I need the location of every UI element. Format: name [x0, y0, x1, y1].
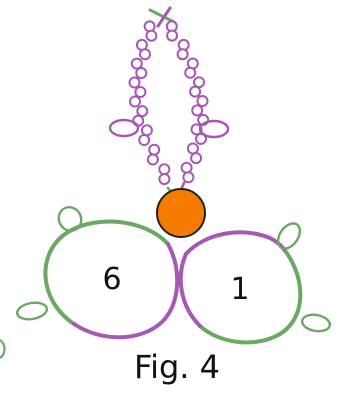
- edge-partial-ring: [0, 340, 5, 358]
- chain-beads: [130, 21, 209, 184]
- beaded-chain-loop: [110, 8, 228, 196]
- ring-6: 6: [16, 203, 177, 337]
- ring-1-purple-lower: [181, 254, 200, 326]
- chain-bead: [130, 78, 140, 88]
- chain-bead: [183, 172, 193, 182]
- chain-bead: [142, 125, 152, 135]
- ring-1-picot-right: [301, 313, 331, 334]
- chain-bead: [137, 106, 147, 116]
- chain-bead: [140, 49, 150, 59]
- chain-bead: [130, 97, 140, 107]
- chain-bead: [178, 49, 188, 59]
- ring-1-green-arc: [200, 252, 300, 342]
- ring-6-picot-top: [54, 203, 85, 235]
- chain-bead: [198, 96, 208, 106]
- chain-bead: [146, 31, 156, 41]
- chain-bead: [145, 21, 155, 31]
- chain-bead: [192, 105, 202, 115]
- chain-bead: [159, 164, 169, 174]
- ring-1: 1: [181, 219, 331, 342]
- chain-bead: [139, 135, 149, 145]
- chain-picot-left: [110, 120, 138, 136]
- chain-bead: [191, 153, 201, 163]
- ring-1-picot-top: [274, 219, 305, 252]
- chain-bead: [182, 163, 192, 173]
- chain-picot-right: [200, 121, 228, 137]
- ring-1-purple-arc: [186, 232, 286, 254]
- chain-bead: [185, 68, 195, 78]
- chain-bead: [149, 145, 159, 155]
- ring-6-label: 6: [102, 262, 121, 297]
- ring-6-purple-arc: [74, 244, 177, 337]
- chain-bead: [167, 31, 177, 41]
- figure-caption: Fig. 4: [134, 348, 220, 386]
- chain-bead: [135, 87, 145, 97]
- chain-bead: [136, 68, 146, 78]
- chain-bead: [148, 155, 158, 165]
- ring-6-picot-left: [16, 301, 48, 322]
- ring-1-label: 1: [230, 272, 249, 307]
- chain-bead: [190, 87, 200, 97]
- center-bead: [157, 189, 205, 237]
- chain-bead: [159, 174, 169, 184]
- chain-bead: [188, 144, 198, 154]
